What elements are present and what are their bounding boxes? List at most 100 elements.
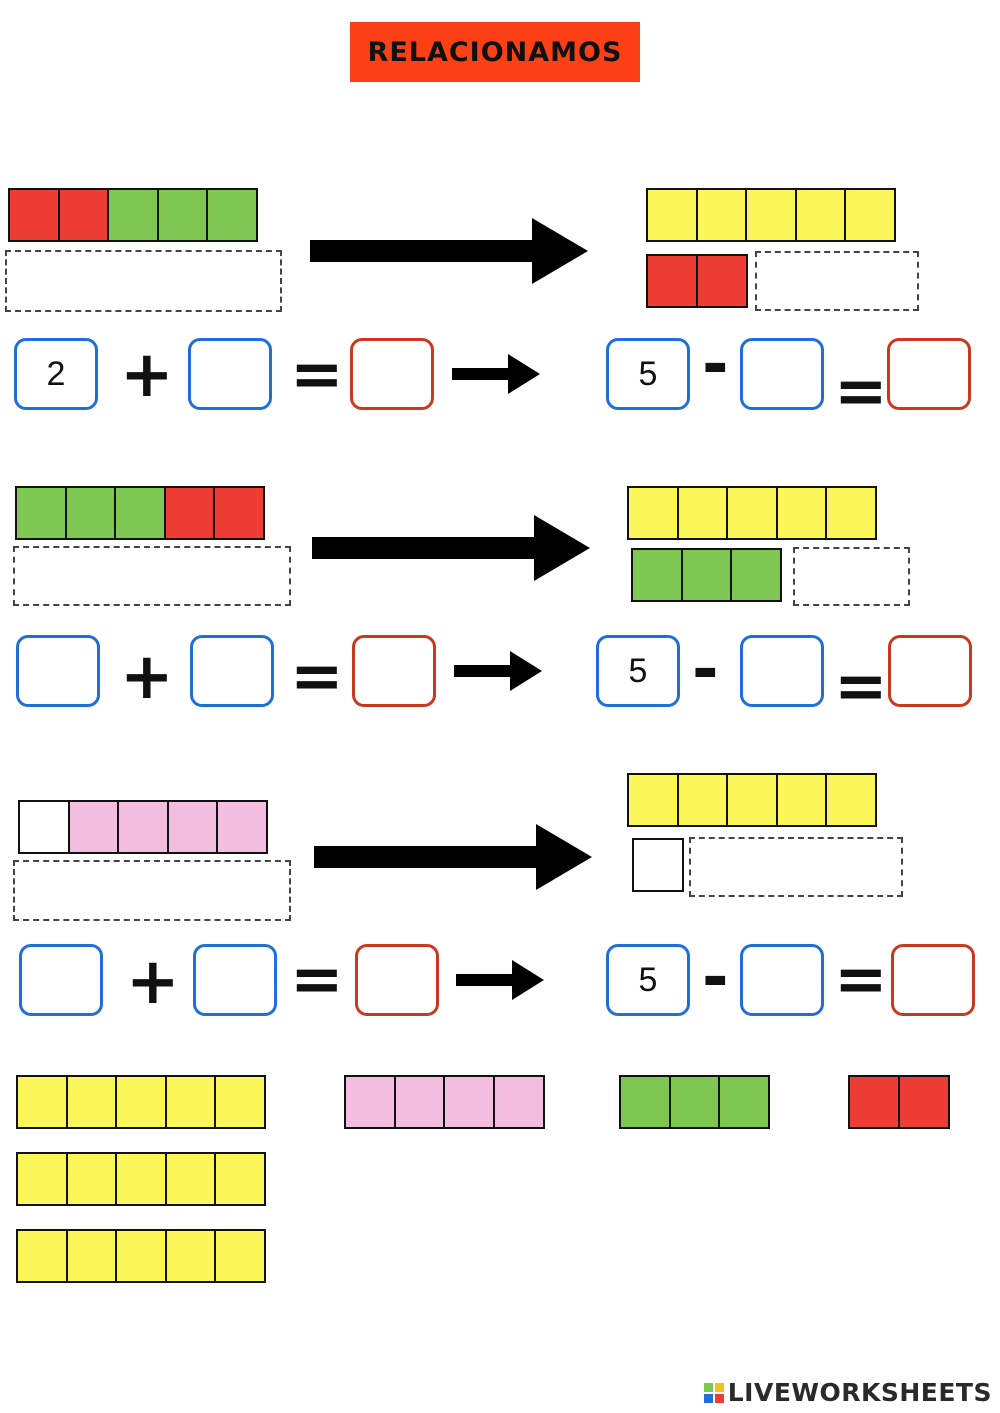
yellow-cube [214, 1229, 266, 1283]
yellow-cube [164, 1075, 217, 1129]
green-cube [15, 486, 67, 540]
green-cube [668, 1075, 721, 1129]
ex2-minus-sign: - [692, 633, 719, 707]
yellow-cube [65, 1229, 118, 1283]
ex2-sum-box[interactable] [352, 635, 436, 707]
yellow-cube [745, 188, 797, 242]
ex2-big-arrow-icon [312, 515, 590, 581]
ex3-addend2-box[interactable] [193, 944, 277, 1016]
ex2-right-top-blocks [627, 486, 877, 540]
ex2-plus-sign: + [120, 640, 174, 714]
ex3-subtrahend-box[interactable] [740, 944, 824, 1016]
ex2-minuend-box[interactable]: 5 [596, 635, 680, 707]
ex1-right-drop-zone[interactable] [755, 251, 919, 311]
green-cube [718, 1075, 770, 1129]
brand-name: LIVEWORKSHEETS [727, 1378, 992, 1407]
yellow-cube [646, 188, 698, 242]
red-cube [8, 188, 60, 242]
ex1-equals-sign-2: = [834, 355, 888, 429]
green-cube [64, 486, 117, 540]
ex3-right-top-blocks [627, 773, 877, 827]
pink-cube [216, 800, 268, 854]
green-cube [107, 188, 159, 242]
ex1-left-drop-zone[interactable] [5, 250, 282, 312]
yellow-cube [214, 1152, 266, 1206]
ex2-addend1-box[interactable] [16, 635, 100, 707]
ex1-addend1-box[interactable]: 2 [14, 338, 98, 410]
pink-cube [67, 800, 120, 854]
ex2-left-drop-zone[interactable] [13, 546, 291, 606]
yellow-cube [695, 188, 748, 242]
red-cube [163, 486, 216, 540]
yellow-cube [794, 188, 847, 242]
pink-cube [117, 800, 169, 854]
palette-green-strip[interactable] [619, 1075, 770, 1129]
palette-yellow-strip-3[interactable] [16, 1229, 266, 1283]
pink-cube [443, 1075, 495, 1129]
ex1-subtrahend-box[interactable] [740, 338, 824, 410]
ex3-right-bottom-blocks [632, 838, 684, 892]
brand-logo-icon [703, 1382, 724, 1403]
yellow-cube [214, 1075, 266, 1129]
yellow-cube [726, 773, 778, 827]
palette-pink-strip[interactable] [344, 1075, 545, 1129]
pink-cube [344, 1075, 396, 1129]
ex1-addend2-box[interactable] [188, 338, 272, 410]
ex3-right-drop-zone[interactable] [689, 837, 903, 897]
green-cube [680, 548, 733, 602]
yellow-cube [726, 486, 778, 540]
ex3-difference-box[interactable] [891, 944, 975, 1016]
pink-cube [166, 800, 219, 854]
ex2-right-drop-zone[interactable] [793, 547, 910, 606]
red-cube [695, 254, 748, 308]
ex2-subtrahend-box[interactable] [740, 635, 824, 707]
yellow-cube [16, 1152, 68, 1206]
ex3-minuend-box[interactable]: 5 [606, 944, 690, 1016]
yellow-cube [65, 1075, 118, 1129]
green-cube [114, 486, 166, 540]
yellow-cube [16, 1229, 68, 1283]
ex1-plus-sign: + [120, 338, 174, 412]
ex2-equals-sign: = [290, 640, 344, 714]
yellow-cube [775, 773, 828, 827]
ex1-minus-sign: - [702, 328, 729, 402]
yellow-cube [775, 486, 828, 540]
brand-logo: LIVEWORKSHEETS [703, 1378, 992, 1407]
palette-yellow-strip-1[interactable] [16, 1075, 266, 1129]
green-cube [730, 548, 782, 602]
yellow-cube [164, 1229, 217, 1283]
ex1-left-blocks [8, 188, 258, 242]
pink-cube [492, 1075, 545, 1129]
palette-red-strip[interactable] [848, 1075, 950, 1129]
palette-yellow-strip-2[interactable] [16, 1152, 266, 1206]
ex1-small-arrow-icon [452, 354, 540, 394]
green-cube [619, 1075, 671, 1129]
ex1-right-top-blocks [646, 188, 896, 242]
ex1-minuend-box[interactable]: 5 [606, 338, 690, 410]
red-cube [897, 1075, 950, 1129]
ex3-plus-sign: + [126, 945, 180, 1019]
ex1-sum-box[interactable] [350, 338, 434, 410]
ex1-right-bottom-blocks [646, 254, 748, 308]
green-cube [206, 188, 258, 242]
ex2-difference-box[interactable] [888, 635, 972, 707]
ex3-left-drop-zone[interactable] [13, 860, 291, 921]
ex3-small-arrow-icon [456, 960, 544, 1000]
ex1-difference-box[interactable] [887, 338, 971, 410]
ex3-addend1-box[interactable] [19, 944, 103, 1016]
yellow-cube [627, 486, 679, 540]
ex2-addend2-box[interactable] [190, 635, 274, 707]
yellow-cube [844, 188, 896, 242]
yellow-cube [825, 773, 877, 827]
white-cube [632, 838, 684, 892]
ex3-sum-box[interactable] [355, 944, 439, 1016]
ex1-equals-sign: = [290, 338, 344, 412]
pink-cube [393, 1075, 446, 1129]
yellow-cube [115, 1229, 167, 1283]
yellow-cube [825, 486, 877, 540]
yellow-cube [65, 1152, 118, 1206]
ex3-equals-sign: = [290, 943, 344, 1017]
red-cube [848, 1075, 900, 1129]
yellow-cube [627, 773, 679, 827]
yellow-cube [164, 1152, 217, 1206]
